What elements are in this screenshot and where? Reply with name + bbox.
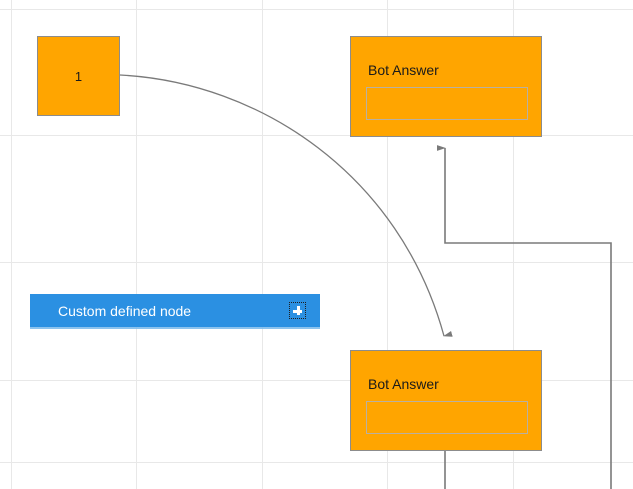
bot-answer-node-bottom[interactable]: Bot Answer	[350, 350, 542, 451]
start-node[interactable]: 1	[37, 36, 120, 116]
bot-answer-node-bottom-title: Bot Answer	[368, 376, 439, 392]
plus-icon[interactable]	[289, 302, 306, 319]
bot-answer-node-top-title: Bot Answer	[368, 62, 439, 78]
bot-answer-node-bottom-slot[interactable]	[366, 401, 528, 434]
custom-defined-node-button[interactable]: Custom defined node	[30, 294, 320, 327]
custom-defined-node-label: Custom defined node	[58, 302, 192, 319]
start-node-label: 1	[74, 68, 83, 84]
bot-answer-node-top[interactable]: Bot Answer	[350, 36, 542, 137]
bot-answer-node-top-slot[interactable]	[366, 87, 528, 120]
